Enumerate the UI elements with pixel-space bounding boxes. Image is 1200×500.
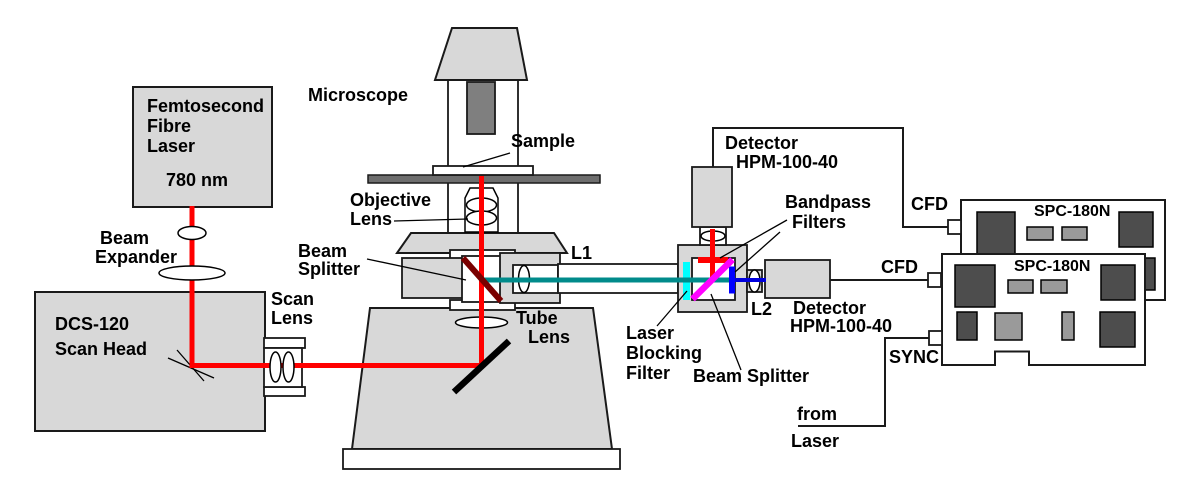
spc-back-chip-1 [976, 211, 1016, 256]
tube-lens-label: Tube Lens [516, 308, 571, 347]
objective-lens-label: Objective Lens [350, 190, 432, 229]
detector-right-label: Detector HPM-100-40 [790, 298, 893, 336]
scan-lens-flange-top [263, 337, 306, 349]
scan-lens-element-1 [269, 351, 282, 383]
detect-splitter-pointer [710, 293, 742, 371]
spc-back-label: SPC-180N [1034, 203, 1111, 220]
l1-label: L1 [571, 243, 593, 263]
laser-box-label: Femtosecond Fibre Laser [147, 96, 264, 156]
excitation-beam [189, 176, 484, 368]
spc-front-chip-1 [954, 264, 996, 308]
detector-top-label: Detector HPM-100-40 [725, 133, 839, 172]
spc-front-chip-3 [1040, 279, 1068, 294]
scan-head-label: DCS-120 Scan Head [55, 314, 148, 359]
spc-back-chip-4 [1118, 211, 1154, 248]
beam-expander-label: Beam Expander [95, 228, 178, 267]
laser-name-line2: Fibre [147, 116, 192, 136]
eyepiece-block [466, 81, 496, 135]
beam-expander-lens-2 [158, 265, 226, 281]
bandpass-filters-label: Bandpass Filters [785, 192, 872, 232]
cfd-mid-connector [927, 272, 942, 288]
scan-lens-element-2 [282, 351, 295, 383]
spc-front-chip-6 [994, 312, 1023, 341]
fold-mirror [451, 338, 512, 395]
sample-holder [432, 165, 534, 176]
microscope-label: Microscope [308, 85, 409, 105]
spc-front-chip-2 [1007, 279, 1034, 294]
cfd-top-label: CFD [911, 194, 948, 214]
bandpass-filter-blue [729, 266, 735, 294]
scan-lens-label: Scan Lens [271, 289, 315, 328]
scan-lens-flange-bottom [263, 386, 306, 397]
l2-label: L2 [751, 299, 773, 319]
spc-front-chip-4 [1100, 264, 1136, 301]
laser-blocking-pointer [656, 290, 688, 327]
bandpass-filter-red [698, 257, 728, 263]
detection-beam-splitter-label: Beam Splitter [693, 366, 810, 386]
filter-cube-left-block [401, 257, 464, 299]
beam-splitter-pointer [366, 258, 467, 281]
detector-right-body [764, 259, 831, 299]
microscope-base-plate [342, 448, 621, 470]
spc-front-chip-5 [956, 311, 978, 341]
beam-expander-lens-1 [177, 225, 207, 241]
detection-beam-splitter-mirror [690, 257, 735, 302]
spc-front-chip-8 [1099, 311, 1136, 348]
sync-connector [928, 330, 943, 346]
bandpass-pointer-1 [719, 219, 788, 259]
scan-head-box [34, 291, 266, 432]
objective-pointer [393, 218, 469, 222]
laser-name-line3: Laser [147, 136, 196, 156]
beam-splitter-label: Beam Splitter [298, 241, 361, 279]
spc-back-chip-2 [1026, 226, 1054, 241]
sample-label: Sample [511, 131, 576, 151]
laser-name-line1: Femtosecond [147, 96, 265, 116]
spc-back-chip-3 [1061, 226, 1088, 241]
laser-blocking-filter-label: Laser Blocking Filter [626, 323, 703, 383]
laser-box [132, 86, 273, 208]
sync-label: SYNC [889, 347, 940, 367]
detector-top-body [691, 166, 733, 228]
sample-pointer [462, 152, 511, 168]
spc-front-chip-7 [1061, 311, 1075, 341]
cfd-top-wire [712, 127, 948, 228]
bandpass-pointer-2 [734, 231, 781, 273]
microscope-head [433, 27, 529, 81]
cfd-mid-label: CFD [881, 257, 918, 277]
main-dichroic-mirror [460, 256, 504, 303]
sync-wire [798, 337, 929, 427]
laser-wavelength-label: 780 nm [166, 170, 229, 190]
cfd-top-connector [947, 219, 962, 235]
from-laser-label: from Laser [791, 404, 840, 451]
spc-front-label: SPC-180N [1014, 258, 1091, 275]
